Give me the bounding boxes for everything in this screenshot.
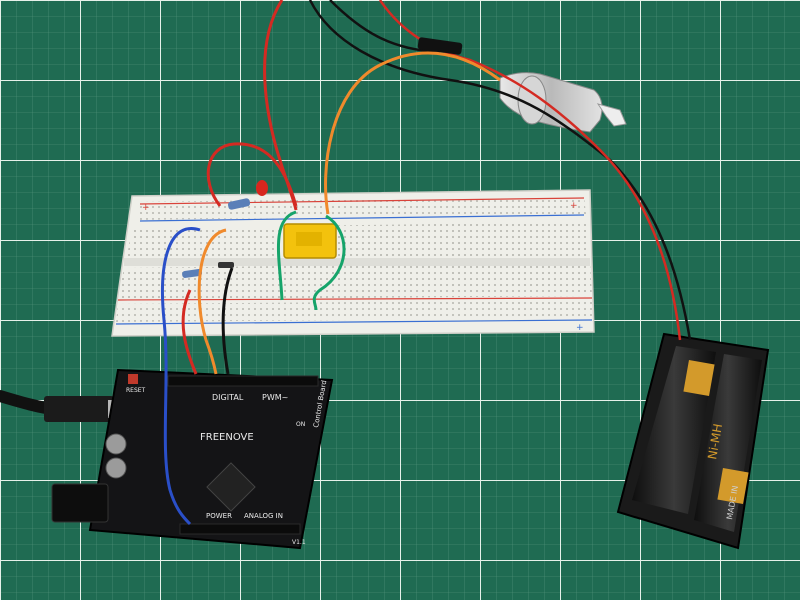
svg-text:+: + xyxy=(570,201,578,211)
wire-black-top xyxy=(329,0,441,54)
wire-black-board xyxy=(221,267,234,375)
breadboard: + + + xyxy=(111,189,595,337)
wire-black-motor xyxy=(308,0,692,341)
red-led xyxy=(256,180,268,196)
svg-text:+: + xyxy=(142,203,150,213)
board-on-label: ON xyxy=(296,421,305,428)
power-jack xyxy=(51,483,109,523)
wire-green-2 xyxy=(312,214,346,311)
capacitor-1 xyxy=(105,433,127,455)
relay-label xyxy=(296,232,322,246)
control-board: RESET DIGITAL PWM~ Control Board FREENOV… xyxy=(51,368,334,550)
battery-chemistry-label: Ni-MH xyxy=(705,423,725,461)
wire-red-board xyxy=(181,289,198,375)
battery-holder: Ni-MH MADE IN xyxy=(616,332,770,550)
wire-orange-board xyxy=(197,228,227,375)
wire-blue xyxy=(161,227,201,526)
usb-connector xyxy=(44,396,114,422)
wire-red-arc xyxy=(206,142,298,207)
resistor xyxy=(227,198,251,210)
resistor-2 xyxy=(182,269,203,278)
board-pwm-label: PWM~ xyxy=(262,393,288,402)
wire-green-1 xyxy=(276,210,297,301)
svg-text:+: + xyxy=(576,323,584,333)
wire-orange-motor xyxy=(324,51,501,215)
board-brand-label: FREENOVE xyxy=(200,432,254,443)
board-version-label: V1.1 xyxy=(292,539,306,546)
mcu-chip xyxy=(206,462,256,512)
reset-button xyxy=(128,374,138,384)
diode xyxy=(218,262,234,268)
capacitor-2 xyxy=(105,457,127,479)
board-reset-label: RESET xyxy=(126,387,146,394)
board-analog-label: ANALOG IN xyxy=(244,512,283,520)
board-power-label: POWER xyxy=(206,512,232,520)
header-digital xyxy=(167,375,319,387)
wire-connector xyxy=(417,37,463,55)
header-analog xyxy=(179,523,301,535)
board-digital-label: DIGITAL xyxy=(212,393,244,402)
